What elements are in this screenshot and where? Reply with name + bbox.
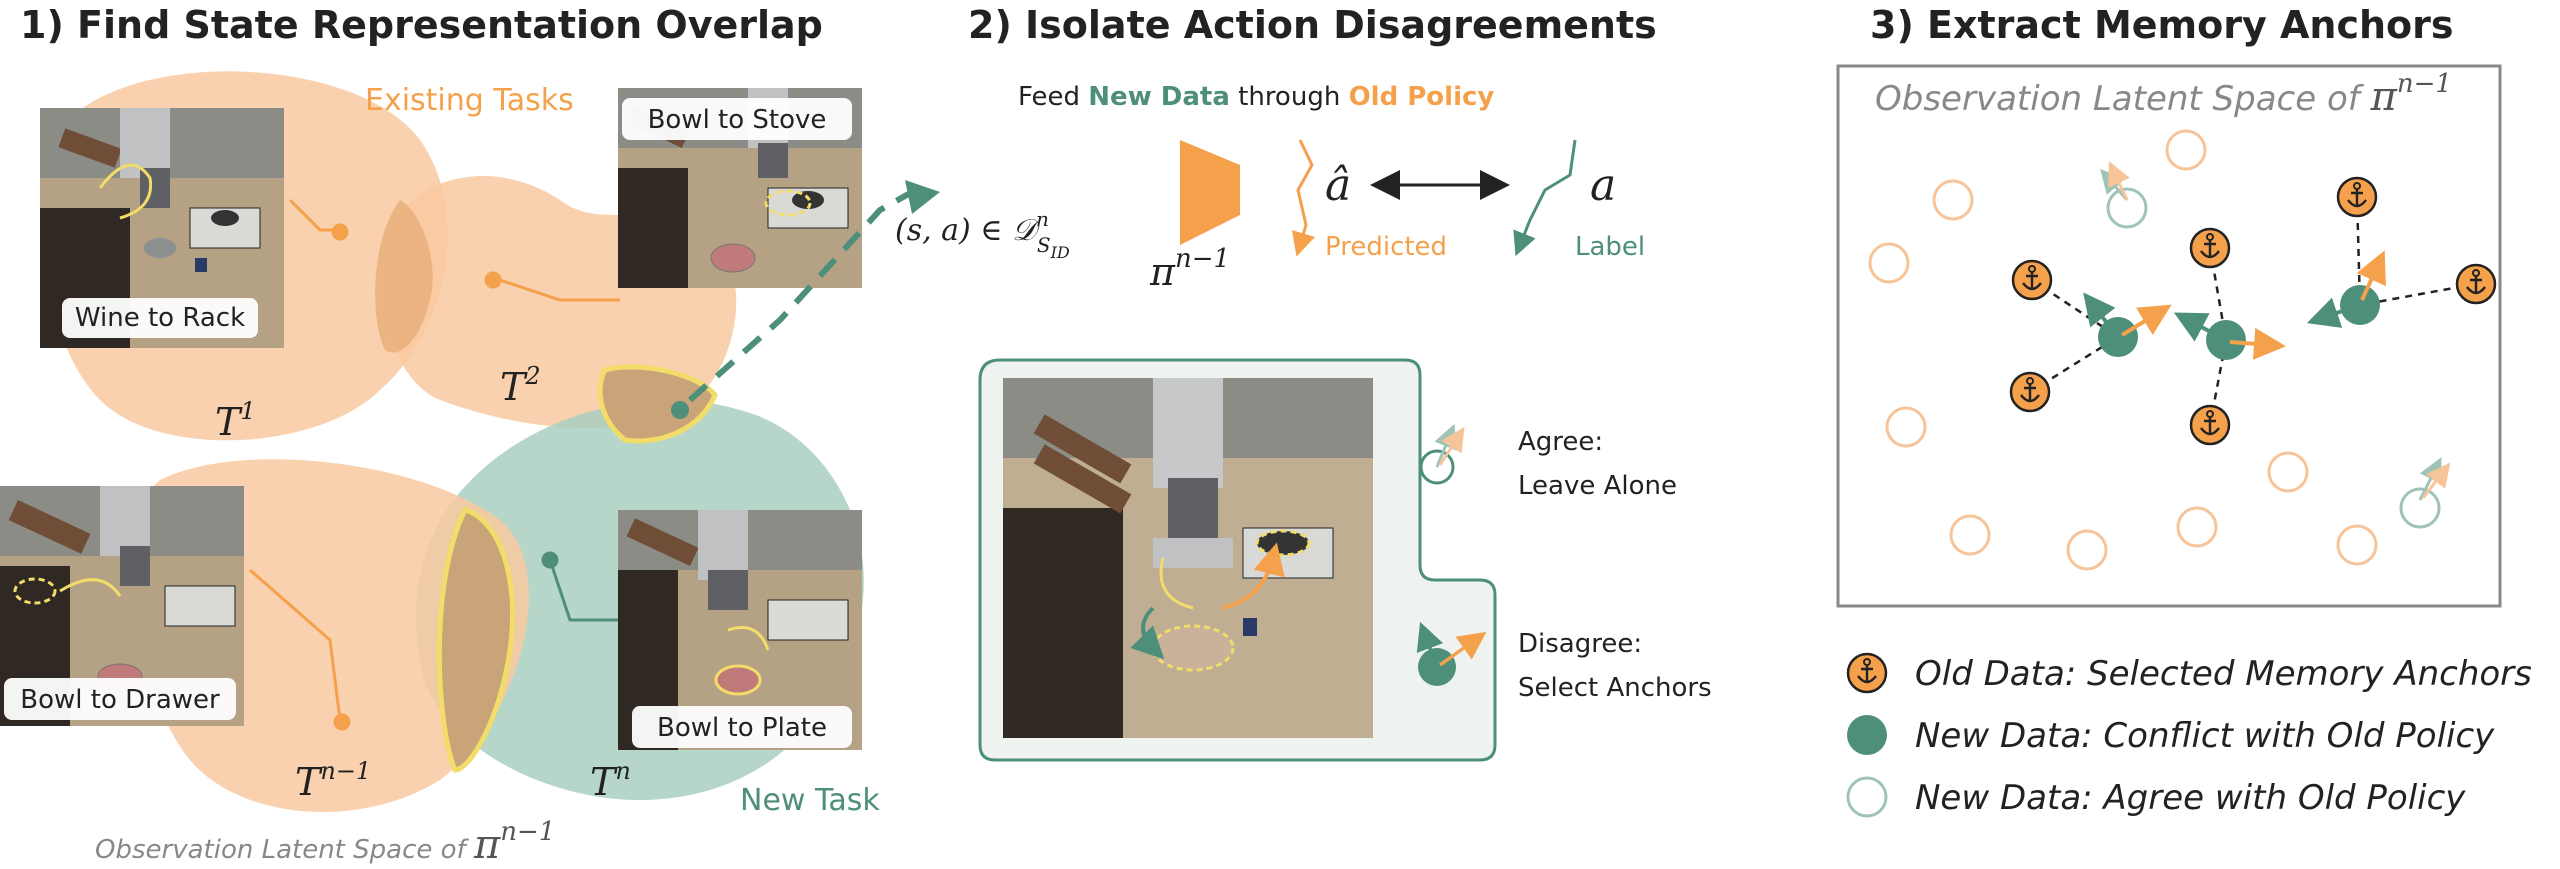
- disagree-icon: [1416, 621, 1487, 686]
- policy-symbol: πn−1: [1149, 244, 1230, 294]
- predicted-trajectory: [1291, 139, 1315, 257]
- anchor-icon: [2189, 227, 2231, 269]
- thumbnail-bowl-to-stove: Bowl to Stove: [618, 88, 862, 288]
- agree-data-points: [1868, 129, 2378, 571]
- anchor-icon: [2336, 176, 2378, 218]
- thumbnail-wine-to-rack: Wine to Rack: [40, 108, 284, 348]
- task-symbol-n: Tn: [590, 757, 631, 804]
- panel1-latent-caption: Observation Latent Space of πn−1: [95, 817, 555, 868]
- panel2-title: 2) Isolate Action Disagreements: [968, 3, 1657, 47]
- anchor-icon: [2455, 263, 2497, 305]
- legend-item-anchors: Old Data: Selected Memory Anchors: [1915, 654, 2532, 694]
- agree-icon: [1419, 423, 1465, 485]
- predicted-label: Predicted: [1325, 232, 1447, 262]
- policy-network-shape: [1180, 140, 1240, 245]
- anchor-icon: [2009, 371, 2051, 413]
- task-symbol-1: T1: [215, 397, 256, 444]
- legend: Old Data: Selected Memory Anchors New Da…: [1846, 652, 2532, 818]
- label-label: Label: [1575, 232, 1645, 262]
- anchor-icon: [2011, 259, 2053, 301]
- panel1-title: 1) Find State Representation Overlap: [20, 3, 823, 47]
- task-symbol-n-1: Tn−1: [295, 757, 371, 804]
- task-connectors: [249, 198, 620, 731]
- task-symbols: T1 T2 Tn−1 Tn: [215, 362, 631, 804]
- overlap-region-3: [436, 507, 515, 773]
- new-data-point: [671, 401, 689, 419]
- robot-scene-image: [1003, 378, 1373, 738]
- disagree-sublabel: Select Anchors: [1518, 673, 1712, 703]
- existing-tasks-label: Existing Tasks: [365, 83, 574, 118]
- new-task-label: New Task: [740, 783, 880, 818]
- legend-agree-icon: [1846, 776, 1888, 818]
- a-symbol: a: [1590, 160, 1616, 211]
- thumb-label-wine-to-rack: Wine to Rack: [75, 303, 245, 333]
- anchor-icon: [2189, 404, 2231, 446]
- thumbnail-bowl-to-drawer: Bowl to Drawer: [0, 486, 244, 726]
- legend-item-conflict: New Data: Conflict with Old Policy: [1915, 716, 2495, 756]
- overlap-region-2: [597, 364, 718, 444]
- thumb-label-bowl-to-stove: Bowl to Stove: [648, 105, 827, 135]
- legend-anchor-icon: [1846, 652, 1888, 694]
- feed-sentence: Feed New Data through Old Policy: [1018, 82, 1494, 112]
- legend-conflict-icon: [1847, 715, 1887, 755]
- latent-space-box: [1836, 64, 2502, 608]
- thumbnail-bowl-to-plate: Bowl to Plate: [618, 510, 862, 750]
- conflict-data-points: [2083, 250, 2386, 360]
- legend-item-agree: New Data: Agree with Old Policy: [1915, 778, 2466, 818]
- thumb-label-bowl-to-plate: Bowl to Plate: [657, 713, 827, 743]
- agree-arrow-points: [2100, 161, 2451, 529]
- task-symbol-2: T2: [500, 362, 541, 409]
- panel3-latent-caption: Observation Latent Space of πn−1: [1875, 69, 2452, 120]
- flow-arrow: [688, 189, 914, 403]
- label-trajectory: [1513, 139, 1577, 257]
- agree-label: Agree:: [1518, 427, 1603, 457]
- overlap-region-1: [375, 200, 433, 353]
- thumb-label-bowl-to-drawer: Bowl to Drawer: [20, 685, 220, 715]
- panel3-title: 3) Extract Memory Anchors: [1870, 3, 2454, 47]
- disagree-label: Disagree:: [1518, 629, 1642, 659]
- a-hat-symbol: â: [1325, 160, 1351, 211]
- agree-sublabel: Leave Alone: [1518, 471, 1677, 501]
